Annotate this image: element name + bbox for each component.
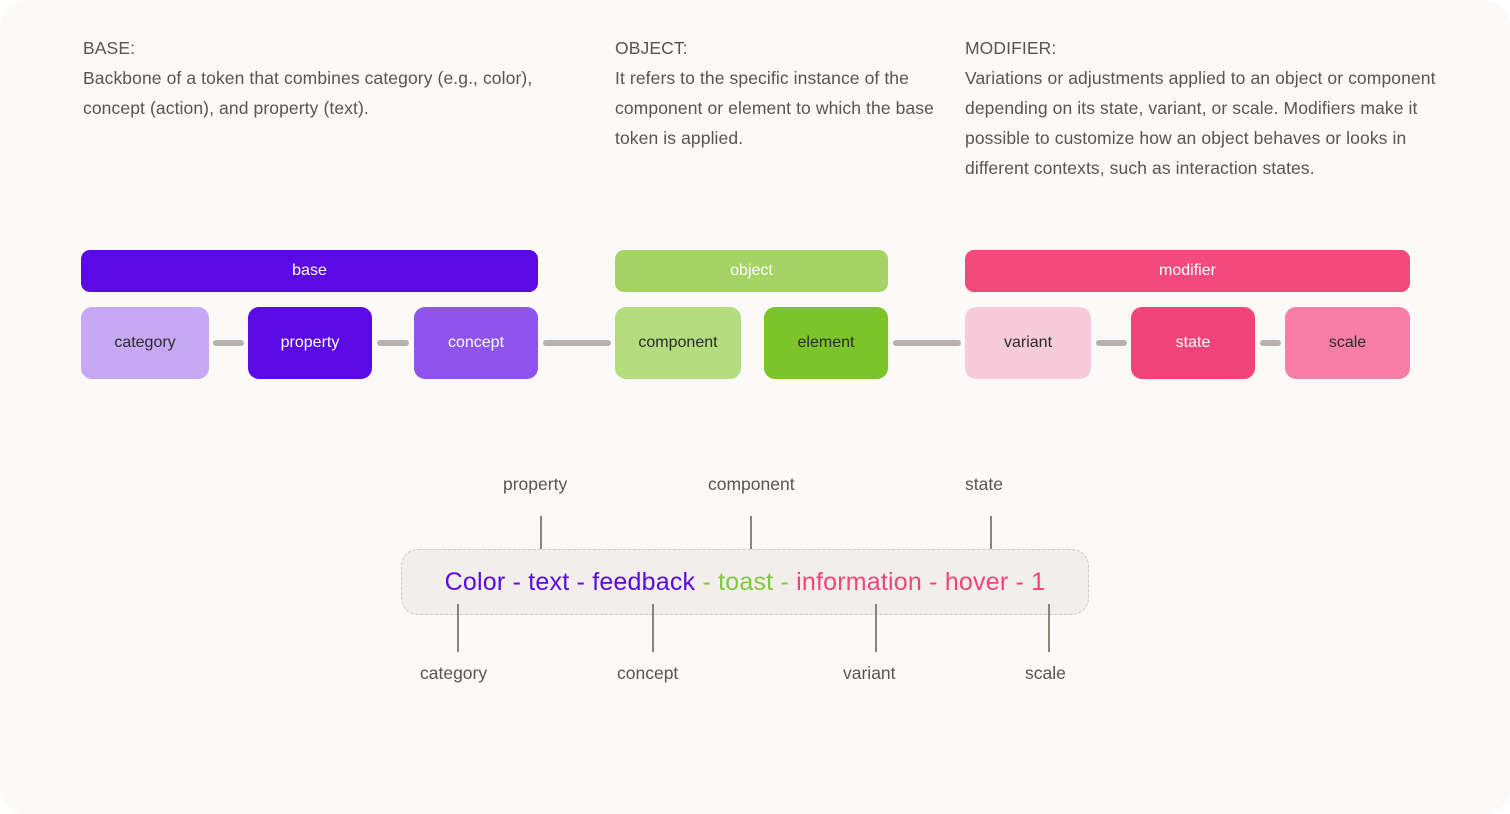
token-example-string: Color - text - feedback - toast - inform…	[445, 568, 1046, 597]
token-separator-5: -	[922, 567, 945, 596]
callout-label-variant: variant	[843, 663, 896, 683]
description-base-title: BASE:	[83, 38, 136, 58]
description-modifier-title: MODIFIER:	[965, 38, 1057, 58]
group-bar-base: base	[81, 250, 538, 292]
leader-line-concept	[652, 604, 654, 652]
chip-category-label: category	[114, 334, 176, 351]
token-separator-4: -	[773, 567, 797, 596]
leader-line-variant	[875, 604, 877, 652]
chip-category: category	[81, 307, 209, 379]
chip-element-label: element	[797, 334, 855, 351]
description-modifier: MODIFIER: Variations or adjustments appl…	[965, 33, 1445, 183]
chip-scale-label: scale	[1328, 334, 1367, 351]
group-bar-base-label: base	[292, 262, 327, 279]
token-segment-property: text	[528, 567, 570, 596]
leader-line-property	[540, 516, 542, 560]
leader-line-state	[990, 516, 992, 560]
token-segment-component: toast	[718, 567, 774, 596]
token-separator-6: -	[1008, 567, 1032, 596]
callout-label-category: category	[420, 663, 488, 683]
chip-connector-concept-component	[543, 340, 611, 346]
token-separator-1: -	[505, 567, 529, 596]
chip-variant: variant	[965, 307, 1091, 379]
chip-component-label: component	[638, 334, 718, 351]
chip-scale: scale	[1285, 307, 1410, 379]
chip-connector-variant-state	[1096, 340, 1127, 346]
token-segment-category: Color	[444, 567, 506, 596]
token-segment-scale: 1	[1031, 567, 1046, 596]
callout-label-concept: concept	[617, 663, 679, 683]
chip-state-label: state	[1175, 334, 1211, 351]
chip-connector-state-scale	[1260, 340, 1281, 346]
token-separator-3: -	[695, 567, 719, 596]
chip-concept: concept	[414, 307, 538, 379]
group-bar-modifier: modifier	[965, 250, 1410, 292]
chip-state: state	[1131, 307, 1255, 379]
callout-label-component: component	[708, 474, 795, 494]
chip-connector-element-variant	[893, 340, 961, 346]
chip-property: property	[248, 307, 372, 379]
token-segment-variant: information	[796, 567, 922, 596]
group-bar-modifier-label: modifier	[1159, 262, 1216, 279]
description-base-body: Backbone of a token that combines catego…	[83, 68, 533, 118]
token-segment-state: hover	[944, 567, 1009, 596]
callout-label-state: state	[965, 474, 1003, 494]
token-example-box: Color - text - feedback - toast - inform…	[401, 549, 1089, 615]
group-bar-object-label: object	[730, 262, 773, 279]
chip-variant-label: variant	[1003, 334, 1053, 351]
leader-line-scale	[1048, 604, 1050, 652]
chip-connector-property-concept	[377, 340, 409, 346]
token-segment-concept: feedback	[592, 567, 696, 596]
description-object-title: OBJECT:	[615, 38, 688, 58]
chip-component: component	[615, 307, 741, 379]
chip-element: element	[764, 307, 888, 379]
callout-label-scale: scale	[1025, 663, 1066, 683]
token-separator-2: -	[569, 567, 593, 596]
callout-label-property: property	[503, 474, 568, 494]
description-object-body: It refers to the specific instance of th…	[615, 68, 934, 148]
group-bar-object: object	[615, 250, 888, 292]
chip-connector-category-property	[213, 340, 244, 346]
leader-line-category	[457, 604, 459, 652]
chip-concept-label: concept	[447, 334, 505, 351]
description-object: OBJECT: It refers to the specific instan…	[615, 33, 935, 153]
leader-line-component	[750, 516, 752, 560]
chip-property-label: property	[280, 334, 340, 351]
description-modifier-body: Variations or adjustments applied to an …	[965, 68, 1436, 178]
description-base: BASE: Backbone of a token that combines …	[83, 33, 533, 123]
